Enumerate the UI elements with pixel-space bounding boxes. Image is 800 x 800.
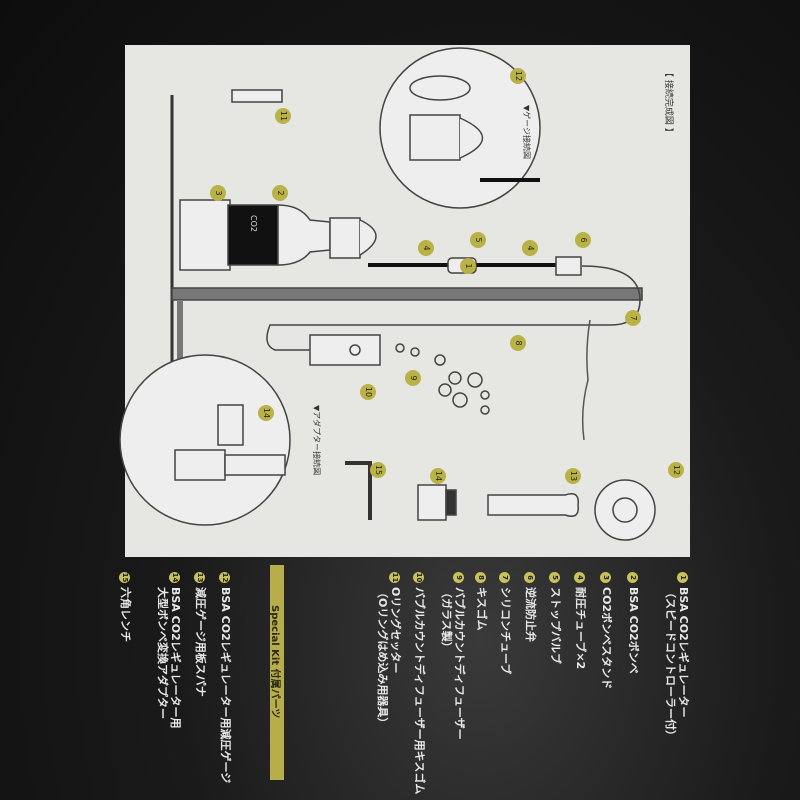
part-name: 逆流防止弁 <box>524 587 537 642</box>
part-5: 5 ストップバルブ <box>549 572 562 664</box>
callout-11: 11 <box>275 108 291 124</box>
co2-cylinder <box>227 204 279 266</box>
part-number: 14 <box>169 572 181 583</box>
diagram-title: 【 接続完成図 】 <box>663 68 673 137</box>
adapter-inset <box>119 354 291 526</box>
part-4: 4 耐圧チューブ×2 <box>574 572 587 669</box>
regulator <box>329 217 361 259</box>
callout-13: 13 <box>565 468 581 484</box>
callout-12b: 12 <box>668 462 684 478</box>
part-13: 13 減圧ゲージ用板スパナ <box>194 572 207 697</box>
part-name: Oリングセッター <box>389 587 402 674</box>
callout-4a: 4 <box>418 240 434 256</box>
part-number: 10 <box>413 572 425 583</box>
check-valve <box>555 256 582 276</box>
part-3: 3CO2ボンベスタンド <box>600 572 613 689</box>
part-name: キスゴム <box>475 587 488 631</box>
bubbles <box>395 343 490 415</box>
part-name: シリコンチューブ <box>499 587 512 675</box>
part-number: 1 <box>677 572 689 583</box>
part-14: 14BSA CO2レギュレーター用大型ボンベ変換アダプター <box>156 572 182 729</box>
callout-12a: 12 <box>510 68 526 84</box>
bubble-count-diffuser <box>309 334 381 366</box>
part-number: 11 <box>389 572 401 583</box>
callout-10: 10 <box>360 384 376 400</box>
part-number: 9 <box>453 572 465 583</box>
part-7: 7 シリコンチューブ <box>499 572 512 674</box>
callout-4b: 4 <box>522 240 538 256</box>
part-9: 9 バブルカウントディフューザー（ガラス製） <box>440 572 466 740</box>
part-number: 12 <box>219 572 231 583</box>
callout-9: 9 <box>405 370 421 386</box>
part-name: BSA CO2レギュレーター用減圧ゲージ <box>219 587 232 784</box>
part-12: 12BSA CO2レギュレーター用減圧ゲージ <box>219 572 232 783</box>
special-kit-heading: Special Kit 付属パーツ <box>269 605 280 719</box>
part-number: 3 <box>600 572 612 583</box>
part-number: 13 <box>194 572 206 583</box>
callout-5: 5 <box>470 232 486 248</box>
callout-3: 3 <box>210 185 226 201</box>
cylinder-label: CO2 <box>249 215 258 232</box>
part-name: BSA CO2ボンベ <box>627 587 640 674</box>
callout-7: 7 <box>625 310 641 326</box>
part-name: CO2ボンベスタンド <box>600 587 613 690</box>
spanner <box>487 493 579 517</box>
callout-6: 6 <box>575 232 591 248</box>
large-cylinder-adapter <box>417 484 447 521</box>
part-note: （Oリングはめ込み用器具） <box>376 587 389 729</box>
co2-cylinder-base <box>179 199 231 271</box>
callout-14b: 14 <box>258 405 274 421</box>
part-10: 10 バブルカウントディフューザー用キスゴム <box>413 572 426 794</box>
callout-14a: 14 <box>430 468 446 484</box>
part-2: 2BSA CO2ボンベ <box>627 572 640 674</box>
adapter-inset-label: ▼アダプター接続図 <box>312 405 321 476</box>
o-ring-setter <box>231 89 283 103</box>
part-number: 4 <box>574 572 586 583</box>
part-number: 8 <box>475 572 487 583</box>
callout-2: 2 <box>272 185 288 201</box>
part-15: 15 六角レンチ <box>119 572 132 642</box>
part-number: 7 <box>499 572 511 583</box>
part-name: ストップバルブ <box>549 587 562 664</box>
part-note: （ガラス製） <box>440 587 453 653</box>
stand-shelf <box>171 287 643 301</box>
callout-1: 1 <box>460 258 476 274</box>
part-number: 15 <box>119 572 131 583</box>
part-name: バブルカウントディフューザー用キスゴム <box>413 587 426 795</box>
part-name: BSA CO2レギュレーター <box>677 587 690 718</box>
part-note: （スピードコントローラー付） <box>664 587 677 741</box>
part-number: 2 <box>627 572 639 583</box>
part-name: 減圧ゲージ用板スパナ <box>194 587 207 697</box>
part-name: BSA CO2レギュレーター用 <box>169 587 182 729</box>
special-kit-banner: Special Kit 付属パーツ <box>269 565 284 780</box>
part-note: 大型ボンベ変換アダプター <box>156 587 169 719</box>
callout-15: 15 <box>370 462 386 478</box>
gauge-inset-label: ▼ゲージ接続図 <box>522 105 531 159</box>
part-6: 6 逆流防止弁 <box>524 572 537 642</box>
part-name: 耐圧チューブ×2 <box>574 587 587 670</box>
part-name: バブルカウントディフューザー <box>453 587 466 740</box>
part-number: 6 <box>524 572 536 583</box>
part-1: 1BSA CO2レギュレーター（スピードコントローラー付） <box>664 572 690 741</box>
hex-wrench <box>345 461 372 520</box>
part-name: 六角レンチ <box>119 587 132 642</box>
callout-8: 8 <box>510 335 526 351</box>
part-11: 11Oリングセッター（Oリングはめ込み用器具） <box>376 572 402 728</box>
part-number: 5 <box>549 572 561 583</box>
pressure-gauge <box>594 479 656 541</box>
part-8: 8 キスゴム <box>475 572 488 631</box>
